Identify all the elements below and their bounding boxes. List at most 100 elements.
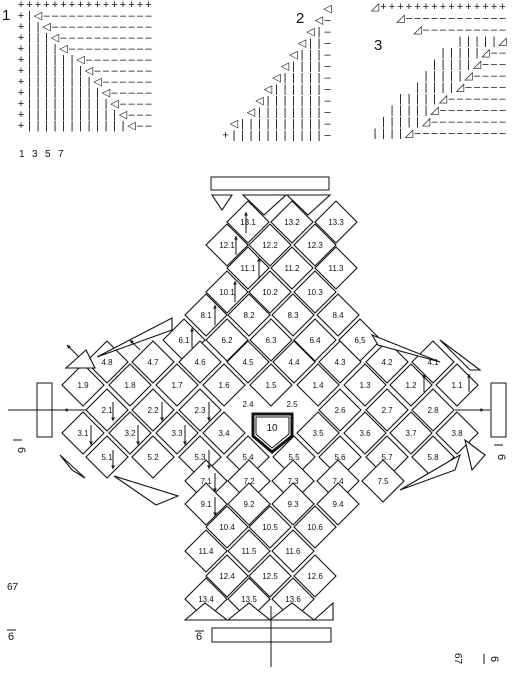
chart-cell-purl: – <box>77 21 84 33</box>
chart-2-number: 2 <box>296 10 304 27</box>
chart-cell-purl: | <box>416 82 419 94</box>
chart-cell-purl: – <box>474 13 481 25</box>
chart-cell-purl: | <box>301 72 304 84</box>
chart-cell-purl: – <box>94 54 101 66</box>
chart-cell-purl: | <box>301 118 304 130</box>
chart-cell-purl: – <box>52 21 59 33</box>
square-number: 10.1 <box>219 288 235 297</box>
chart-cell-purl: – <box>423 24 430 36</box>
chart-cell-knit: + <box>380 1 386 13</box>
chart-cell-decrease: ◿ <box>396 13 405 25</box>
square-number: 4.5 <box>242 358 254 367</box>
chart-cell-purl: | <box>459 59 462 71</box>
motif-square <box>178 340 222 384</box>
direction-arrow-head <box>467 374 471 378</box>
chart-cell-purl: | <box>250 118 253 130</box>
chart-cell-purl: | <box>292 118 295 130</box>
chart-cell-purl: – <box>111 21 118 33</box>
top-edge-bar <box>210 176 330 191</box>
square-number: 5.8 <box>427 453 439 462</box>
direction-arrow-head <box>136 441 140 445</box>
chart-cell-purl: | <box>416 116 419 128</box>
motif-square <box>205 270 249 314</box>
chart-cell-decrease: ◿ <box>481 47 490 59</box>
chart-cell-purl: – <box>482 59 489 71</box>
motif-square <box>293 318 337 362</box>
chart-cell-purl: – <box>137 87 144 99</box>
square-number: 13.3 <box>328 218 344 227</box>
measurement-left-value: 6 <box>15 447 27 453</box>
chart-cell-purl: – <box>499 47 506 59</box>
chart-cell-purl: | <box>54 98 57 110</box>
motif-square <box>205 554 249 598</box>
direction-arrow-head <box>160 417 164 421</box>
chart-cell-purl: – <box>111 76 118 88</box>
chart-cell-purl: – <box>491 93 498 105</box>
motif-square <box>296 363 340 407</box>
chart-cell-increase: ◁ <box>264 84 273 96</box>
motif-square <box>226 340 270 384</box>
square-number: 2.3 <box>194 406 206 415</box>
motif-square <box>361 459 405 503</box>
measurement-bottom: 6 <box>195 630 204 643</box>
chart-cell-purl: | <box>88 76 91 88</box>
chart-cell-knit: ◿ <box>371 1 380 13</box>
right-edge-bar <box>490 382 507 438</box>
chart-cell-purl: – <box>145 10 152 22</box>
chart-cell-purl: – <box>137 32 144 44</box>
chart-cell-purl: – <box>465 24 472 36</box>
chart-cell-purl: – <box>431 13 438 25</box>
chart-cell-purl: – <box>448 128 455 140</box>
chart-cell-purl: | <box>284 107 287 119</box>
square-number: 1.4 <box>312 381 324 390</box>
chart-cell-purl: | <box>318 72 321 84</box>
chart-cell-purl: | <box>62 65 65 77</box>
chart-cell-purl: – <box>448 116 455 128</box>
chart-cell-purl: – <box>111 43 118 55</box>
chart-cell-purl: – <box>128 98 135 110</box>
direction-arrow-head <box>213 305 217 309</box>
chart-cell-purl: – <box>145 87 152 99</box>
chart-cell-purl: – <box>474 24 481 36</box>
wing-triangle <box>464 438 486 472</box>
chart-cell-purl: | <box>433 82 436 94</box>
chart-cell-increase: ◁ <box>230 118 239 130</box>
square-number: 4.8 <box>101 358 113 367</box>
square-number: 2.8 <box>427 406 439 415</box>
measurement-bottom-value: 6 <box>196 631 202 643</box>
chart-cell-purl: | <box>96 87 99 99</box>
chart-cell-purl: | <box>241 118 244 130</box>
chart-cell-purl: | <box>258 118 261 130</box>
chart-cell-purl: | <box>275 107 278 119</box>
square-number: 6.4 <box>309 336 321 345</box>
chart-cell-decrease: ◿ <box>413 24 422 36</box>
chart-cell-purl: | <box>309 61 312 73</box>
chart-cell-purl: | <box>292 130 295 142</box>
chart-cell-knit: + <box>18 21 24 33</box>
motif-square <box>314 200 358 244</box>
square-number: 13.5 <box>241 595 257 604</box>
chart-cell-purl: – <box>69 21 76 33</box>
chart-cell-purl: | <box>309 84 312 96</box>
square-number: 3,7 <box>405 429 417 438</box>
chart-cell-purl: – <box>120 98 127 110</box>
square-number: 10.6 <box>307 523 323 532</box>
symbol-charts: +++++++++++++++++|◁–––––––––––––+||◁––––… <box>18 0 507 142</box>
chart-cell-purl: – <box>145 109 152 121</box>
chart-cell-purl: | <box>391 128 394 140</box>
chart-cell-purl: | <box>292 61 295 73</box>
chart-cell-purl: | <box>493 36 496 48</box>
chart-cell-increase: ◁ <box>102 87 111 99</box>
chart-cell-knit: + <box>86 0 92 11</box>
chart-cell-purl: | <box>28 10 31 22</box>
chart-cell-knit: + <box>18 0 24 11</box>
square-number: 11.2 <box>285 264 301 273</box>
chart-cell-purl: – <box>43 10 50 22</box>
square-number: 12.3 <box>307 241 323 250</box>
chart-cell-purl: | <box>467 47 470 59</box>
chart-cell-purl: | <box>408 116 411 128</box>
chart-cell-purl: | <box>37 54 40 66</box>
chart-cell-purl: | <box>54 54 57 66</box>
chart-cell-purl: | <box>309 118 312 130</box>
motif-square <box>389 363 433 407</box>
